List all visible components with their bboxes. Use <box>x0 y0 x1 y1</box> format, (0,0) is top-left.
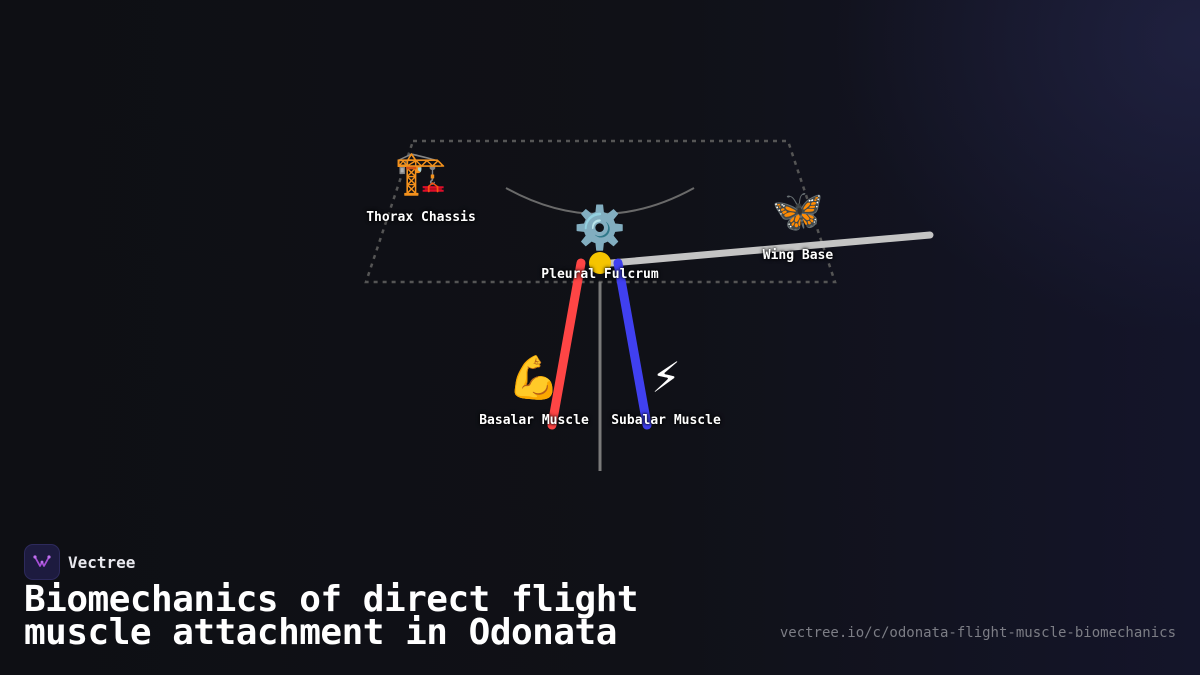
construction-crane-icon: 🏗️ <box>394 148 448 197</box>
thorax-outline <box>364 139 837 284</box>
gear-icon: ⚙️ <box>573 203 627 252</box>
node-label-wing-base: Wing Base <box>762 248 834 263</box>
fulcrum-pivot <box>589 252 611 274</box>
node-label-thorax-chassis: Thorax Chassis <box>366 210 476 225</box>
basalar-muscle-line <box>547 258 586 430</box>
brand-name: Vectree <box>68 552 136 572</box>
vectree-logo-icon <box>24 544 60 580</box>
node-label-pleural-fulcrum: Pleural Fulcrum <box>541 267 659 282</box>
butterfly-icon: 🦋 <box>771 186 825 235</box>
lightning-icon: ⚡ <box>651 353 681 402</box>
page-title: Biomechanics of direct flight muscle att… <box>24 579 639 653</box>
wing-lever <box>596 231 934 268</box>
node-label-subalar-muscle: Subalar Muscle <box>611 413 721 428</box>
thorax-arc <box>505 187 695 215</box>
source-url: vectree.io/c/odonata-flight-muscle-biome… <box>779 625 1176 641</box>
flexed-bicep-icon: 💪 <box>507 353 561 402</box>
node-label-basalar-muscle: Basalar Muscle <box>479 413 589 428</box>
subalar-muscle-line <box>613 258 652 430</box>
brand: Vectree <box>24 544 135 580</box>
